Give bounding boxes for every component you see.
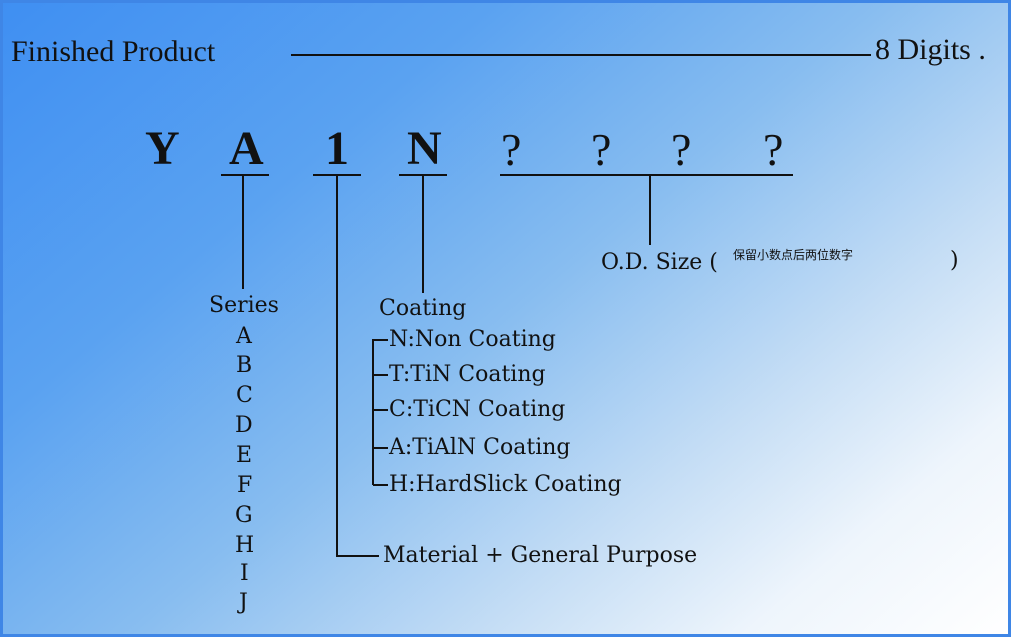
od-size-label: O.D. Size ( — [601, 250, 718, 275]
series-label: Series — [209, 293, 279, 318]
coating-item: A:TiAlN Coating — [389, 435, 571, 460]
series-item: E — [236, 443, 253, 468]
code-char-y: Y — [145, 122, 180, 175]
code-placeholder-1: ? — [501, 124, 522, 175]
material-connector — [336, 175, 379, 557]
code-placeholder-2: ? — [591, 124, 612, 175]
coating-item: T:TiN Coating — [389, 362, 546, 387]
series-item: B — [236, 353, 253, 378]
series-item: J — [239, 590, 248, 615]
code-placeholder-3: ? — [671, 124, 692, 175]
series-item: A — [236, 324, 252, 349]
series-item: C — [236, 383, 253, 408]
material-label: Material + General Purpose — [383, 543, 698, 568]
coating-item: N:Non Coating — [389, 327, 556, 352]
coating-item: H:HardSlick Coating — [389, 472, 622, 497]
coating-item: C:TiCN Coating — [389, 397, 566, 422]
title: Finished Product — [11, 35, 216, 68]
digits-label: 8 Digits . — [875, 33, 986, 66]
code-placeholder-4: ? — [763, 124, 784, 175]
series-item: G — [235, 503, 253, 528]
series-item: I — [240, 561, 249, 586]
connector-lines — [221, 54, 871, 557]
series-item: D — [235, 413, 253, 438]
od-size-note: 保留小数点后两位数字 — [733, 248, 854, 262]
od-size-close: ) — [950, 248, 959, 273]
series-item: F — [237, 473, 253, 498]
coating-label: Coating — [379, 296, 467, 321]
code-char-n: N — [407, 122, 442, 175]
code-char-a: A — [229, 122, 264, 175]
series-item: H — [235, 533, 255, 558]
code-char-1: 1 — [325, 122, 349, 175]
